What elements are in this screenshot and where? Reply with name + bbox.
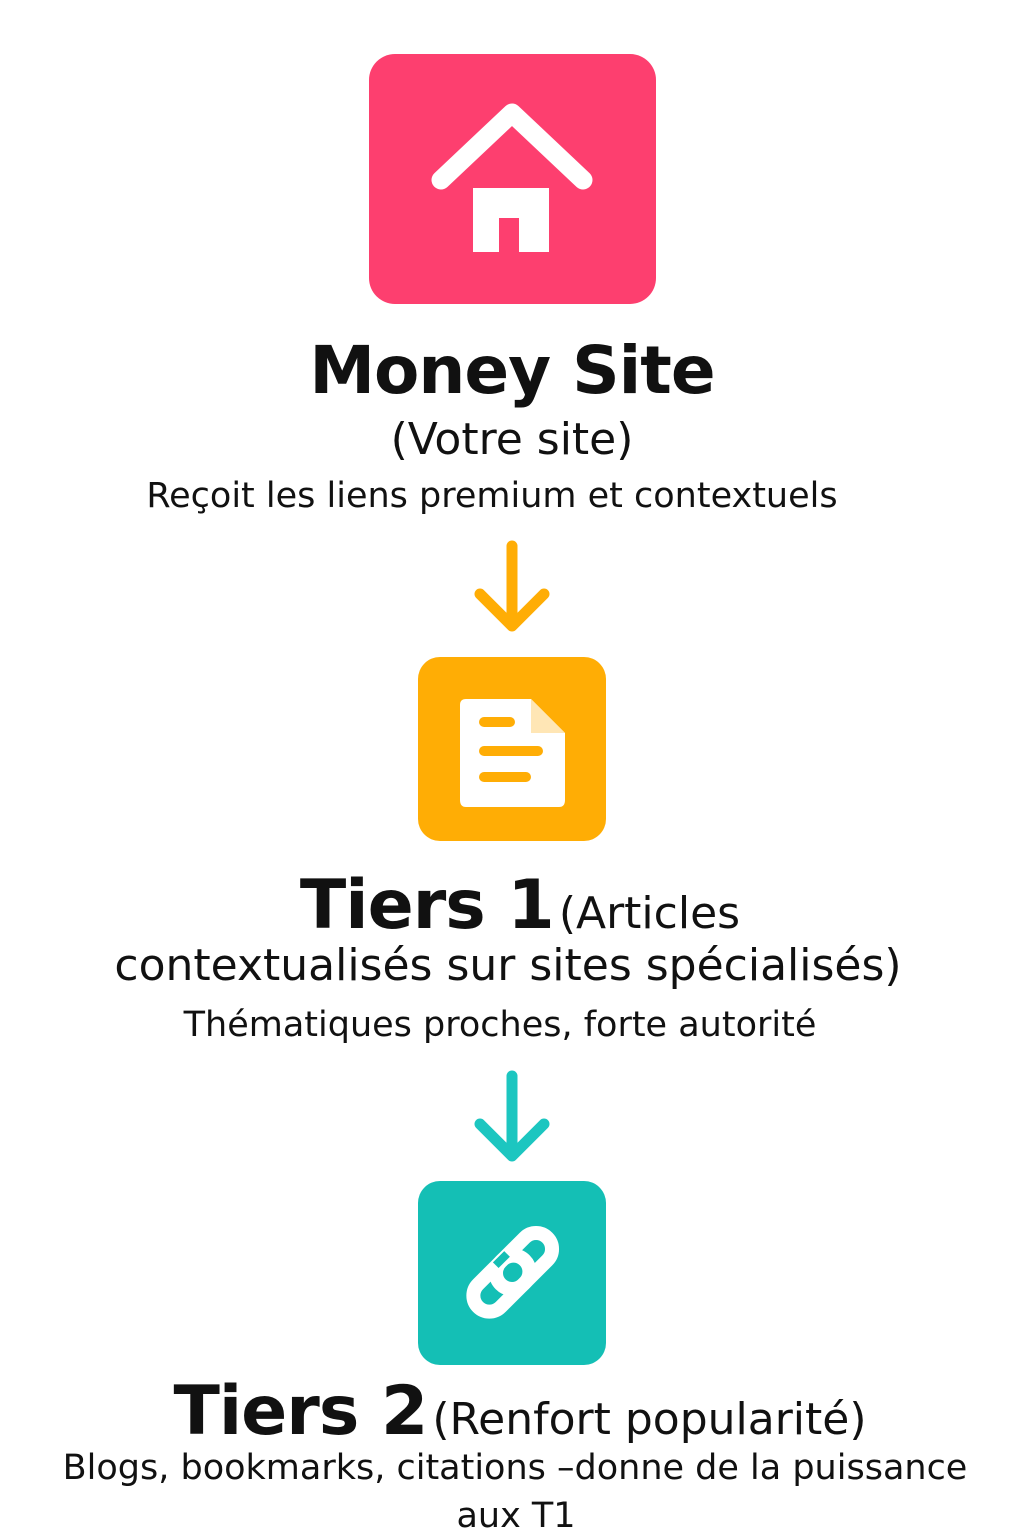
tier1-tile	[418, 657, 606, 841]
tier2-description-line1: Blogs, bookmarks, citations –donne de la…	[62, 1448, 968, 1488]
tier2-heading: Tiers 2 (Renfort popularité)	[0, 1372, 1024, 1451]
arrow-down-icon	[472, 1070, 552, 1166]
house-icon	[431, 103, 593, 252]
link-icon	[466, 1225, 560, 1319]
money-site-tile	[369, 54, 656, 304]
money-site-description: Reçoit les liens premium et contextuels	[146, 476, 838, 516]
tier1-title: Tiers 1	[299, 866, 555, 945]
tier1-description: Thématiques proches, forte autorité	[183, 1005, 817, 1045]
arrow-down-icon	[472, 540, 552, 636]
tier2-subtitle: (Renfort popularité)	[432, 1394, 867, 1445]
tier2-title: Tiers 2	[173, 1372, 428, 1451]
tier1-subtitle-part1: (Articles	[558, 888, 741, 939]
tier2-tile	[418, 1181, 606, 1365]
tier1-heading: Tiers 1 (Articles	[0, 866, 1024, 945]
money-site-title: Money Site	[309, 332, 715, 409]
tier1-subtitle-part2: contextualisés sur sites spécialisés)	[114, 940, 902, 991]
tier2-description-line2: aux T1	[456, 1496, 576, 1536]
document-icon	[460, 699, 565, 807]
money-site-subtitle: (Votre site)	[390, 414, 634, 465]
